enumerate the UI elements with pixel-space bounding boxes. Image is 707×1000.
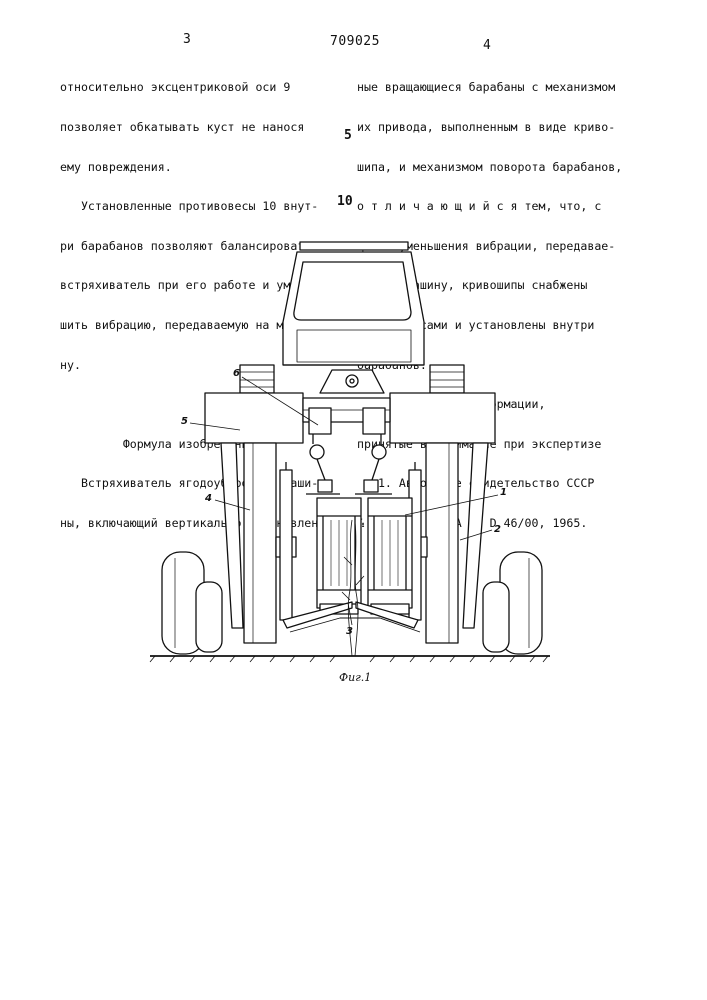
callout-5: 5 [181,416,188,427]
wheel-left-front [196,582,222,652]
callout-4: 4 [205,493,212,504]
drum-left [317,498,361,614]
wheel-right-front [483,582,509,652]
tractor-cab [283,242,424,365]
callout-1: 1 [500,487,507,498]
swivel-joints [306,445,392,494]
drum-right [368,498,412,614]
callout-3: 3 [346,626,353,637]
callout-6: 6 [233,368,240,379]
top-hitch [240,365,464,393]
frame-beams [205,393,495,444]
callout-2: 2 [494,524,501,535]
ground-line [150,656,550,662]
figure-caption: Фиг.1 [339,671,371,684]
